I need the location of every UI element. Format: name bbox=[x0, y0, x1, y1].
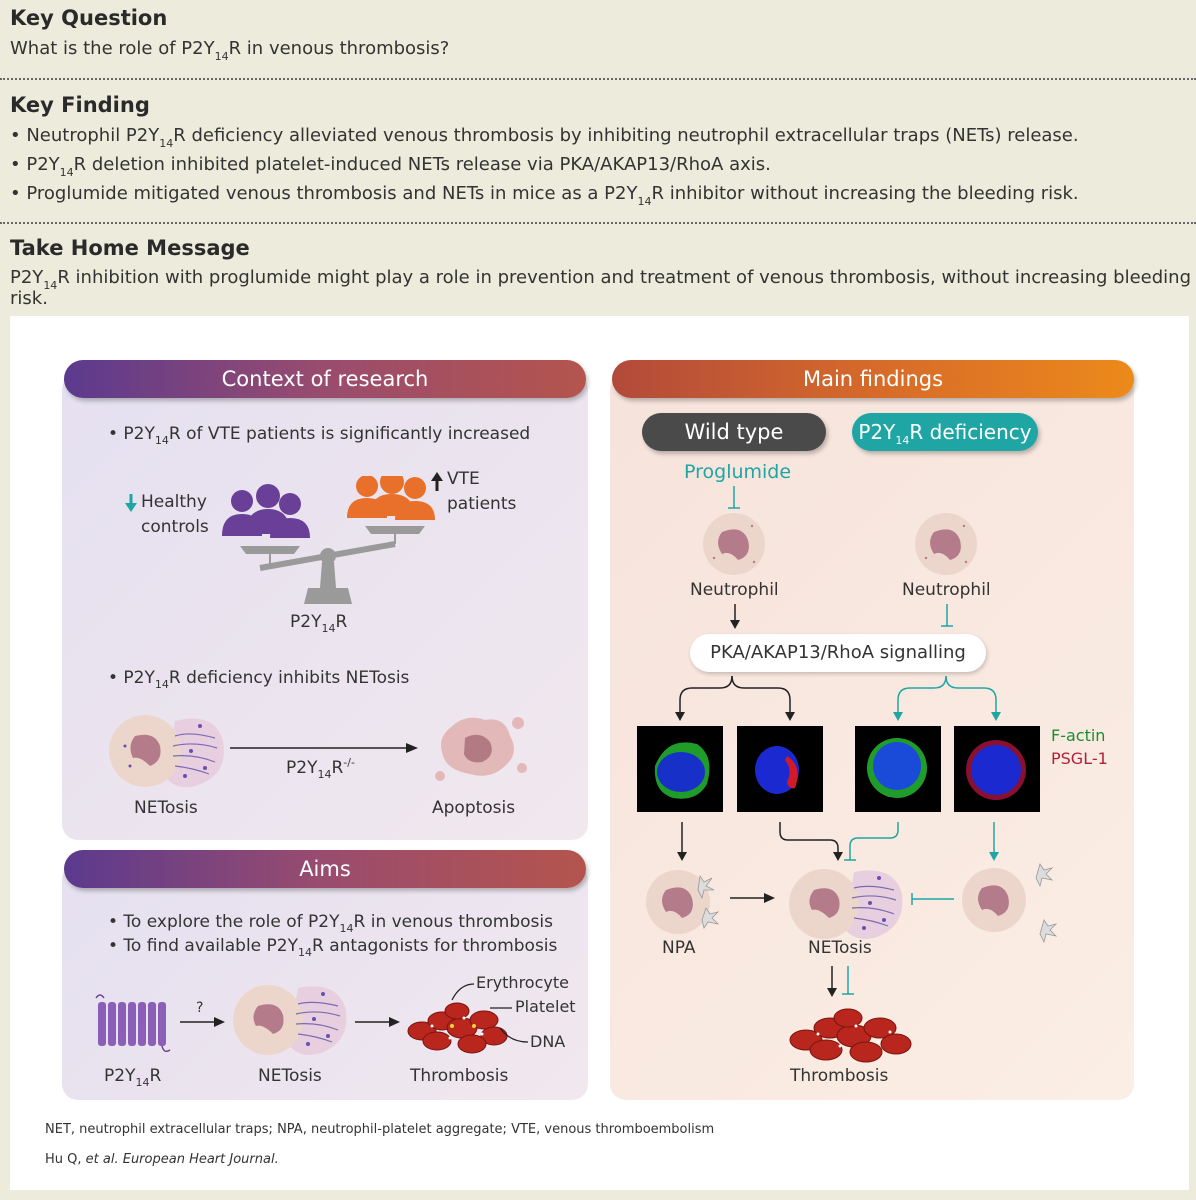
finding-bullet-3: • Proglumide mitigated venous thrombosis… bbox=[10, 183, 1079, 208]
neutrophil-platelet-icon bbox=[962, 863, 1058, 944]
arrow-inhibit-pair bbox=[827, 966, 854, 997]
inhibit-icon bbox=[911, 893, 954, 905]
netosis-cell-icon bbox=[109, 715, 224, 788]
main-findings-header: Main findings bbox=[612, 360, 1134, 398]
aims-bullet-1: • To explore the role of P2Y14R in venou… bbox=[108, 912, 553, 935]
abbreviations: NET, neutrophil extracellular traps; NPA… bbox=[45, 1122, 715, 1137]
key-finding-title: Key Finding bbox=[10, 93, 150, 117]
microscopy-ko-factin bbox=[855, 726, 941, 812]
down-arrow-icon bbox=[125, 494, 137, 512]
key-question-text: What is the role of P2Y14R in venous thr… bbox=[10, 38, 450, 63]
thrombus-label-leaders bbox=[451, 983, 529, 1043]
arrow-right-icon bbox=[355, 1017, 400, 1027]
neutrophil-icon bbox=[915, 513, 977, 575]
take-home-title: Take Home Message bbox=[10, 236, 250, 260]
neutrophil-icon bbox=[703, 513, 765, 575]
lower-connectors bbox=[677, 822, 999, 861]
neutrophil-label: Neutrophil bbox=[902, 580, 991, 600]
graphical-abstract-panel: Context of research • P2Y14R of VTE pati… bbox=[10, 316, 1189, 1190]
arrow-right-icon bbox=[180, 1017, 225, 1027]
wild-type-label: Wild type bbox=[642, 413, 826, 451]
signalling-label: PKA/AKAP13/RhoA signalling bbox=[690, 634, 986, 672]
key-question-title: Key Question bbox=[10, 6, 168, 30]
knockout-label: P2Y14R-/- bbox=[286, 756, 355, 781]
neutrophil-label: Neutrophil bbox=[690, 580, 779, 600]
proglumide-label: Proglumide bbox=[684, 461, 792, 483]
divider bbox=[0, 222, 1196, 224]
patients-label: patients bbox=[447, 494, 517, 514]
balance-scale-icon bbox=[222, 476, 435, 604]
thrombus-icon bbox=[407, 1002, 508, 1054]
receptor-icon bbox=[95, 994, 171, 1053]
healthy-label: Healthy bbox=[141, 492, 207, 512]
thrombus-icon bbox=[789, 1008, 912, 1063]
arrow-right-icon bbox=[230, 743, 418, 753]
microscopy-wt-psgl bbox=[737, 726, 823, 812]
receptor-label: P2Y14R bbox=[104, 1066, 162, 1089]
take-home-text: P2Y14R inhibition with proglumide might … bbox=[10, 267, 1192, 309]
aims-box bbox=[62, 864, 588, 1100]
psgl-label: PSGL-1 bbox=[1051, 749, 1108, 768]
deficiency-label: P2Y14R deficiency bbox=[852, 413, 1038, 451]
netosis-label: NETosis bbox=[258, 1066, 322, 1086]
divider bbox=[0, 78, 1196, 80]
arrow-down-icon bbox=[730, 604, 740, 629]
context-bullet-1: • P2Y14R of VTE patients is significantl… bbox=[108, 424, 531, 447]
controls-label: controls bbox=[141, 517, 209, 537]
microscopy-wt-factin bbox=[637, 726, 723, 812]
arrow-right-icon bbox=[730, 893, 775, 903]
context-bullet-2: • P2Y14R deficiency inhibits NETosis bbox=[108, 668, 410, 691]
vte-label: VTE bbox=[447, 469, 480, 489]
netosis-label: NETosis bbox=[808, 938, 872, 958]
up-arrow-icon bbox=[431, 472, 443, 491]
netosis-label: NETosis bbox=[134, 798, 198, 818]
aims-bullet-2: • To find available P2Y14R antagonists f… bbox=[108, 936, 558, 959]
question-mark: ? bbox=[196, 1000, 204, 1016]
scale-label: P2Y14R bbox=[290, 612, 348, 635]
context-header: Context of research bbox=[64, 360, 586, 398]
netosis-cell-icon bbox=[233, 985, 347, 1055]
factin-label: F-actin bbox=[1051, 726, 1106, 745]
inhibit-icon bbox=[941, 604, 953, 627]
platelet-label: Platelet bbox=[515, 997, 576, 1016]
citation: Hu Q, et al. European Heart Journal. bbox=[45, 1152, 279, 1167]
finding-bullet-1: • Neutrophil P2Y14R deficiency alleviate… bbox=[10, 125, 1079, 150]
branch-arrows bbox=[675, 676, 1001, 721]
apoptosis-label: Apoptosis bbox=[432, 798, 516, 818]
inhibit-icon bbox=[728, 486, 740, 509]
aims-header: Aims bbox=[64, 850, 586, 888]
thrombosis-label: Thrombosis bbox=[410, 1066, 509, 1086]
finding-bullet-2: • P2Y14R deletion inhibited platelet-ind… bbox=[10, 154, 771, 179]
microscopy-ko-psgl bbox=[954, 726, 1040, 812]
netosis-cell-icon bbox=[789, 869, 903, 939]
npa-cell-icon bbox=[646, 870, 720, 934]
dna-label: DNA bbox=[530, 1032, 566, 1051]
apoptosis-cell-icon bbox=[435, 717, 527, 781]
thrombosis-label: Thrombosis bbox=[790, 1066, 889, 1086]
npa-label: NPA bbox=[662, 938, 696, 958]
erythrocyte-label: Erythrocyte bbox=[476, 973, 569, 992]
